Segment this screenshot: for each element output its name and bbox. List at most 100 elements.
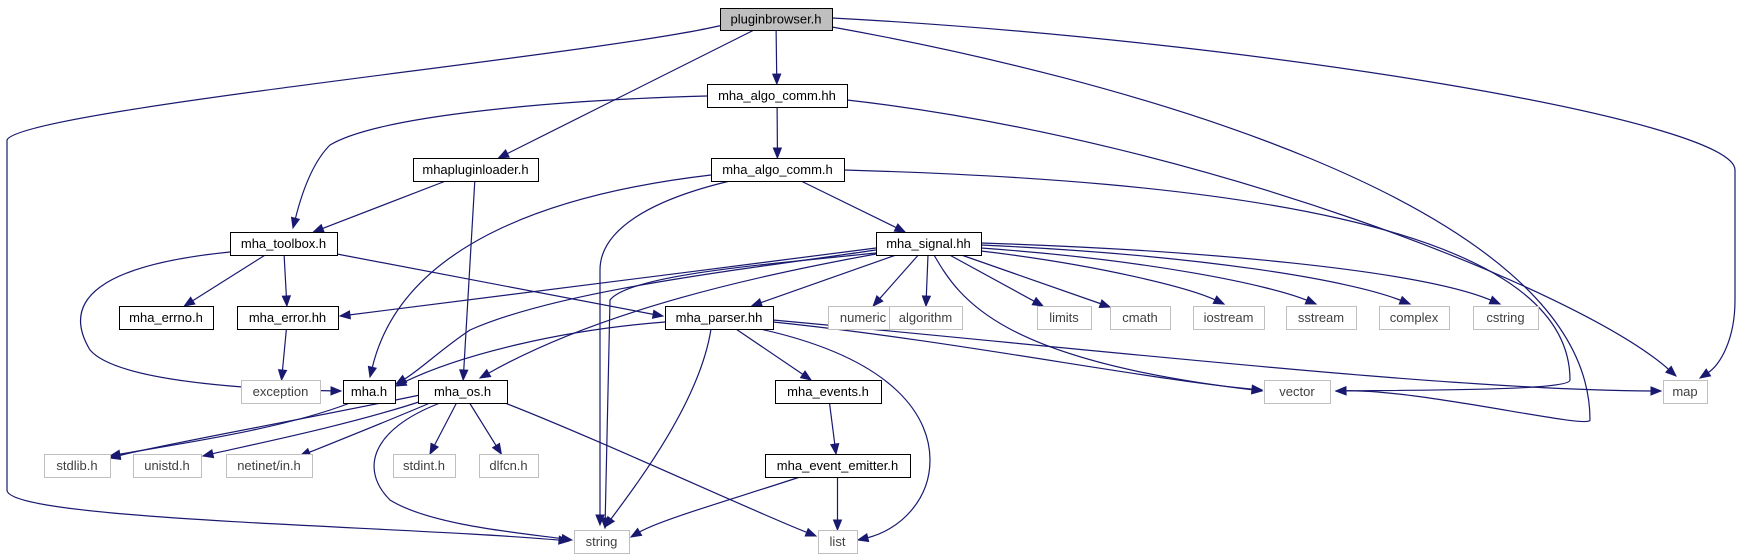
node-mha-os-h[interactable]: mha_os.h [418, 380, 508, 404]
node-stdint-h: stdint.h [393, 454, 456, 478]
edge-mha_signal_hh-to-mha_os_h [478, 253, 877, 379]
node-label: sstream [1298, 310, 1344, 325]
edge-arrowhead [312, 223, 325, 233]
edge-pluginbrowser_h-to-map [831, 17, 1736, 379]
edge-mha_os_h-to-unistd_h [201, 399, 426, 459]
edge-mha_parser_hh-to-mha_events_h [735, 328, 813, 381]
edge-mha_toolbox_h-to-mha_parser_hh [336, 253, 665, 319]
node-pluginbrowser-h[interactable]: pluginbrowser.h [720, 8, 833, 31]
edge-line [980, 242, 1492, 302]
edge-mha_os_h-to-dlfcn_h [469, 402, 503, 456]
node-label: numeric [840, 310, 887, 325]
node-box[interactable] [418, 380, 508, 404]
edge-line [772, 319, 1653, 392]
edge-mha_toolbox_h-to-mha_errno_h [183, 254, 266, 307]
edge-arrowhead [921, 295, 932, 308]
edge-arrowhead [183, 296, 196, 307]
edge-arrowhead [201, 448, 215, 459]
node-mha-toolbox-h[interactable]: mha_toolbox.h [230, 232, 338, 256]
node-box [241, 380, 321, 404]
edge-arrowhead [872, 294, 884, 308]
node-box[interactable] [711, 158, 845, 182]
edge-mha_algo_comm_h-to-mha_h [367, 174, 712, 379]
edge-mha_signal_hh-to-limits [949, 254, 1045, 307]
node-label: mha_algo_comm.h [722, 162, 833, 177]
node-mha-events-h[interactable]: mha_events.h [775, 380, 882, 404]
edge-mha_os_h-to-stdint_h [429, 402, 458, 456]
node-box [574, 530, 630, 554]
edge-arrowhead [604, 515, 616, 529]
edge-mha_algo_comm_h-to-string [595, 180, 731, 527]
edge-mha_parser_hh-to-list [759, 328, 931, 543]
node-box [1110, 306, 1171, 330]
edge-mha_parser_hh-to-vector [772, 321, 1264, 394]
node-box[interactable] [230, 232, 338, 256]
node-mha-algo-comm-hh[interactable]: mha_algo_comm.hh [707, 84, 848, 108]
node-box[interactable] [665, 306, 774, 330]
edge-line [925, 254, 929, 298]
edge-line [308, 402, 431, 454]
node-box[interactable] [775, 380, 882, 404]
node-mha-event-emitter-h[interactable]: mha_event_emitter.h [765, 454, 911, 478]
node-algorithm: algorithm [889, 306, 963, 330]
node-box[interactable] [765, 454, 911, 478]
edge-line [504, 402, 808, 534]
node-box [1379, 306, 1450, 330]
node-box [1663, 380, 1708, 404]
edge-mha_algo_comm_hh-to-map [846, 99, 1678, 377]
edge-arrowhead [893, 223, 907, 233]
node-dlfcn-h: dlfcn.h [479, 454, 539, 478]
node-mha-errno-h[interactable]: mha_errno.h [119, 306, 214, 330]
edge-line [118, 402, 351, 455]
edge-arrowhead [367, 365, 378, 379]
edge-arrowhead [829, 442, 840, 456]
node-iostream: iostream [1193, 306, 1265, 330]
edge-mha_algo_comm_h-to-mha_signal_hh [800, 180, 907, 233]
node-list: list [818, 530, 858, 554]
edge-arrowhead [799, 370, 813, 381]
node-box[interactable] [237, 306, 339, 330]
node-label: limits [1049, 310, 1079, 325]
edge-line [463, 180, 476, 372]
node-mha-error-hh[interactable]: mha_error.hh [237, 306, 339, 330]
edge-line [980, 247, 1308, 302]
node-label: string [586, 534, 618, 549]
edge-mha_parser_hh-to-mha_h [394, 321, 666, 387]
node-label: dlfcn.h [489, 458, 527, 473]
edge-arrowhead [330, 386, 343, 396]
edge-line [191, 254, 266, 302]
node-label: netinet/in.h [237, 458, 301, 473]
node-box[interactable] [876, 232, 982, 256]
edge-line [118, 394, 421, 457]
node-limits: limits [1037, 306, 1092, 330]
edge-arrowhead [1665, 365, 1678, 377]
node-mha-parser-hh[interactable]: mha_parser.hh [665, 306, 774, 330]
edge-mhapluginloader_h-to-mha_os_h [459, 180, 476, 382]
edge-line [283, 254, 287, 298]
node-box[interactable] [413, 158, 539, 182]
node-label: mha_error.hh [249, 310, 326, 325]
node-box[interactable] [720, 8, 833, 31]
nodes-layer: pluginbrowser.h mha_algo_comm.hh mhaplugin… [44, 8, 1708, 554]
edge-line [949, 254, 1036, 303]
edge-mha_parser_hh-to-string [604, 328, 712, 529]
edge-mha_signal_hh-to-mha_error_hh [338, 247, 877, 320]
edge-arrowhead [1251, 384, 1264, 394]
edge-line [609, 328, 712, 521]
node-mha-h[interactable]: mha.h [343, 380, 396, 404]
node-label: stdint.h [403, 458, 445, 473]
node-mha-signal-hh[interactable]: mha_signal.hh [876, 232, 982, 256]
node-box[interactable] [707, 84, 848, 108]
node-mha-algo-comm-h[interactable]: mha_algo_comm.h [711, 158, 845, 182]
edge-arrowhead [281, 295, 292, 308]
node-label: mha_events.h [787, 384, 869, 399]
node-box[interactable] [119, 306, 214, 330]
node-box [1286, 306, 1357, 330]
edge-mha_events_h-to-mha_event_emitter_h [828, 402, 840, 456]
node-box[interactable] [343, 380, 396, 404]
edge-mha_os_h-to-list [504, 402, 818, 537]
edge-mha_error_hh-to-exception [277, 328, 288, 382]
edge-line [980, 250, 1217, 301]
node-mhapluginloader-h[interactable]: mhapluginloader.h [413, 158, 539, 182]
